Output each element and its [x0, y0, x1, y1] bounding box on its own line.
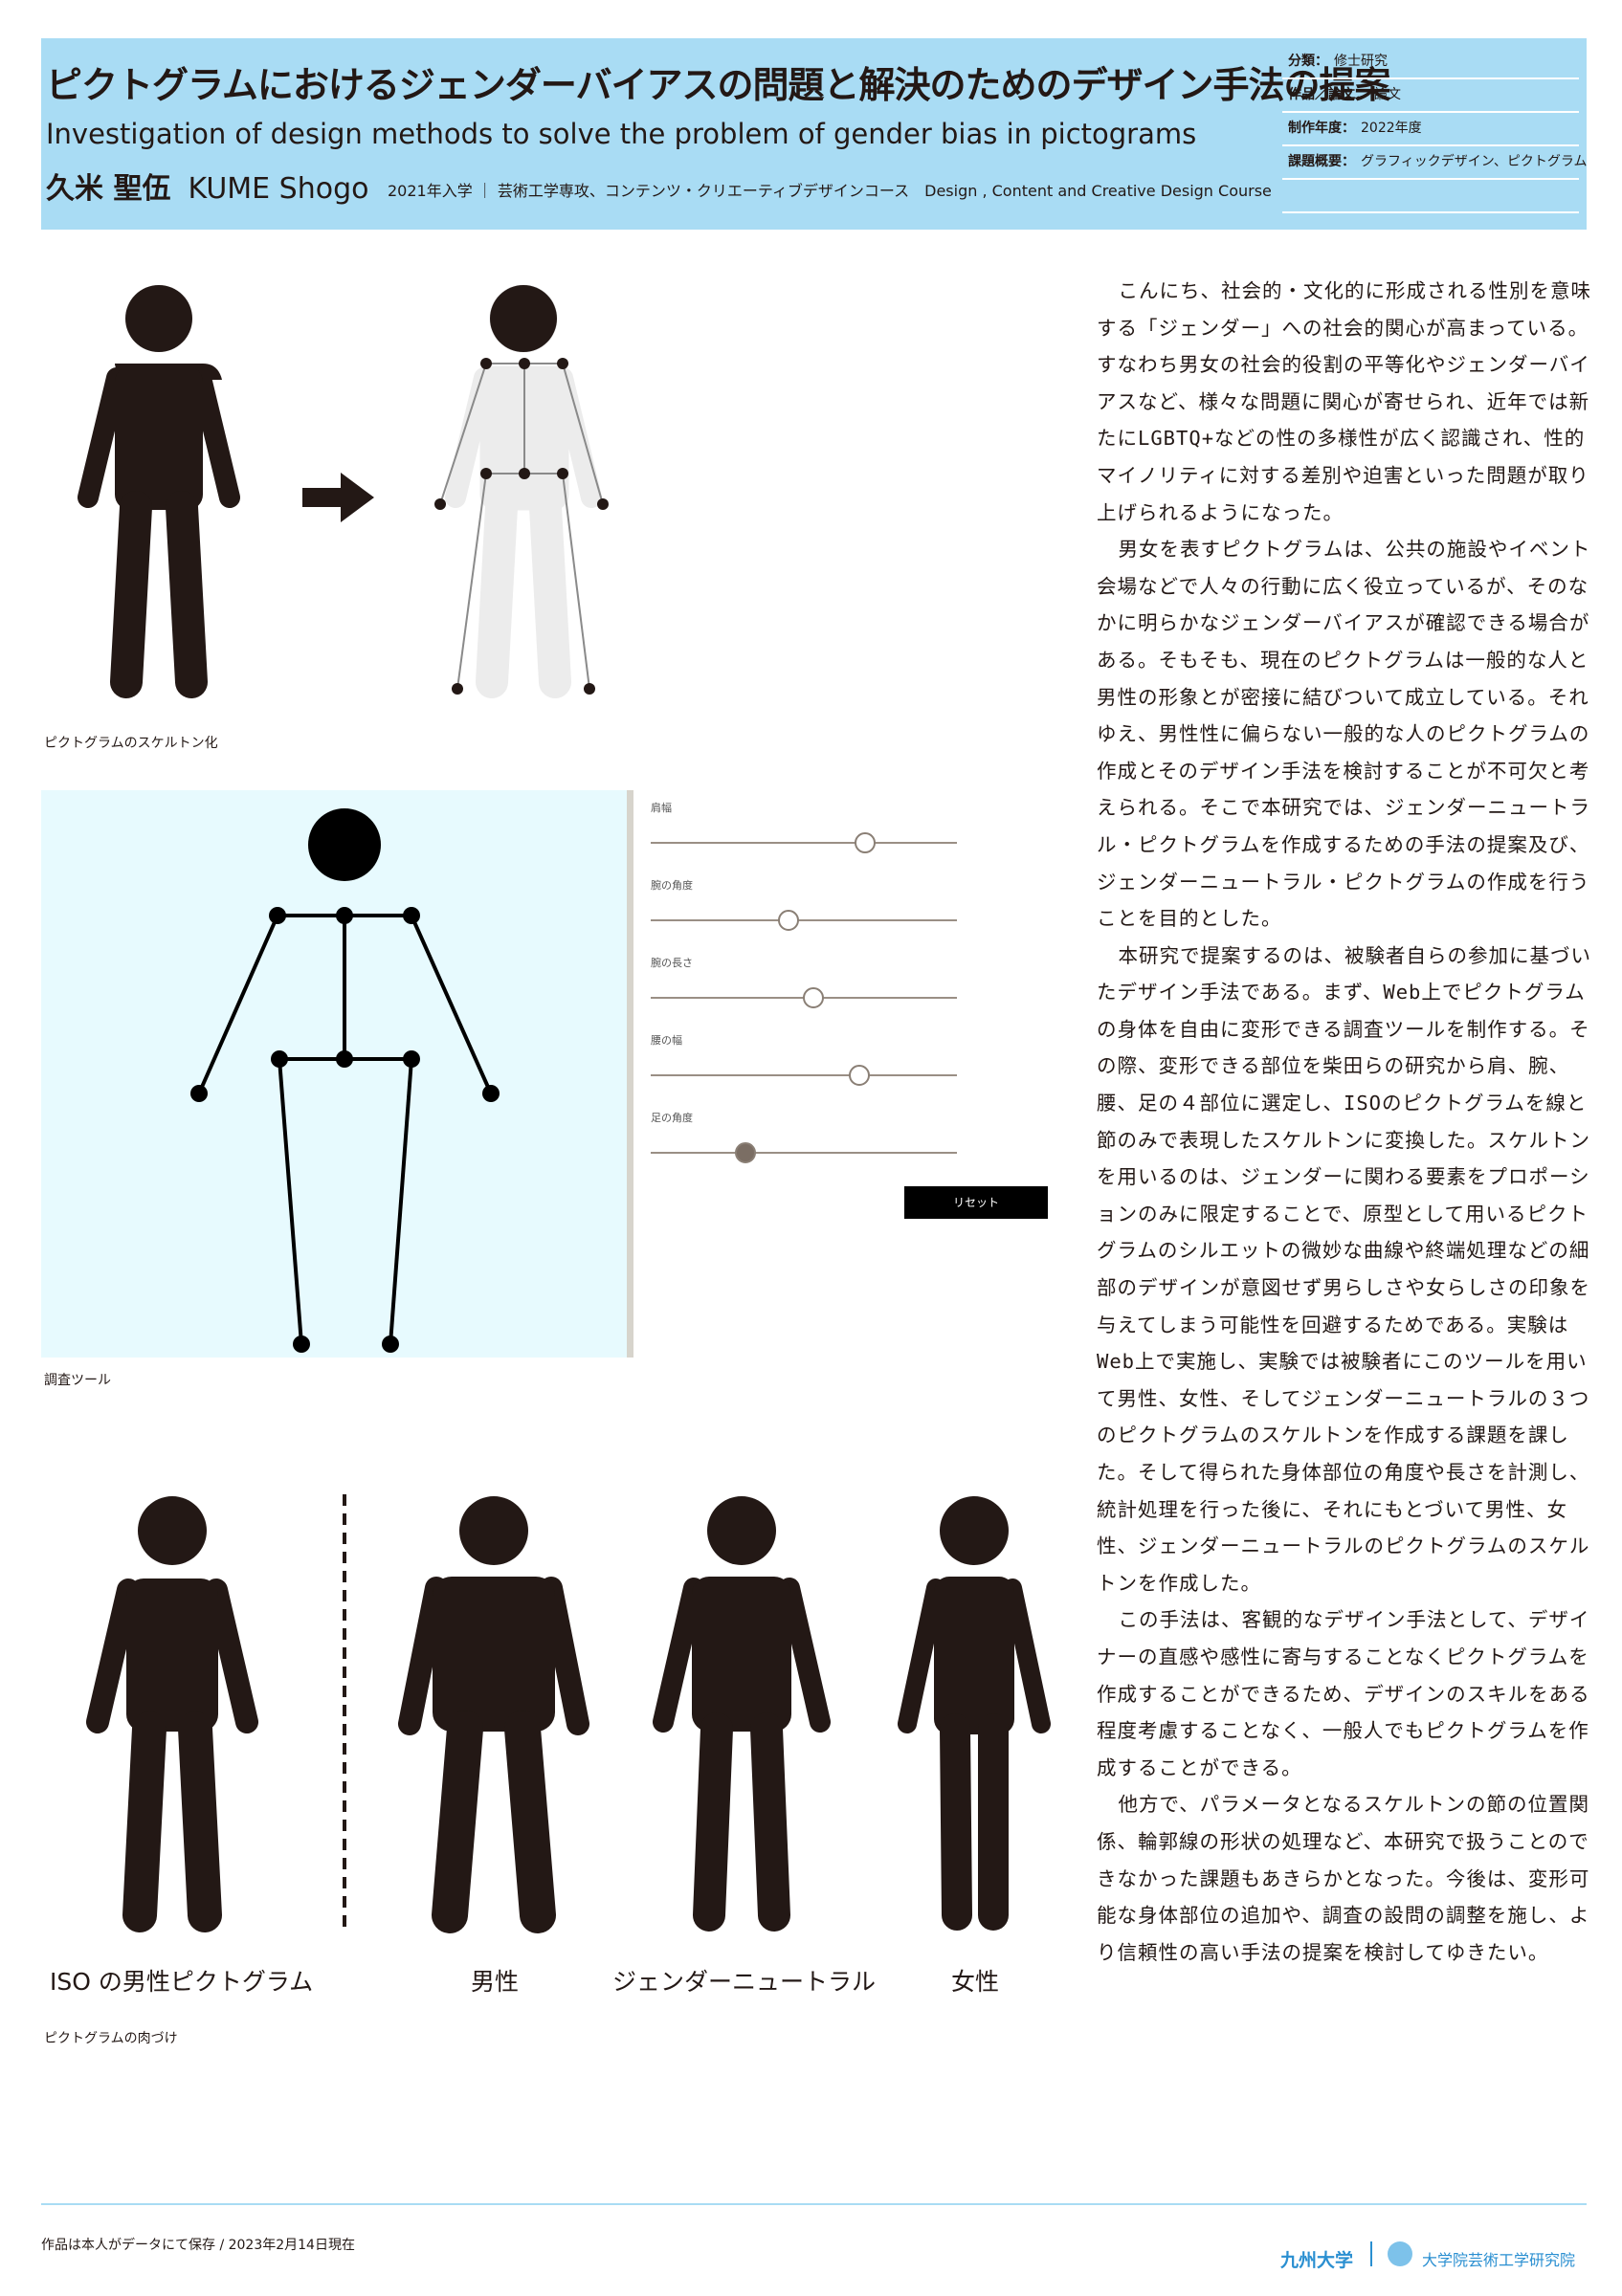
slider-arm-length[interactable]: 腕の長さ	[651, 955, 957, 1008]
meta-value: 2022年度	[1361, 121, 1422, 136]
slider-leg-angle[interactable]: 足の角度	[651, 1110, 957, 1163]
female-pictogram	[898, 1496, 1051, 1931]
slider-label: 肩幅	[651, 802, 672, 814]
iso-male-pictogram	[86, 1496, 258, 1932]
iso-male-label: ISO の男性ピクトグラム	[50, 1968, 314, 1996]
survey-skeleton	[190, 808, 500, 1353]
figure-caption: ピクトグラムのスケルトン化	[44, 736, 218, 751]
iso-pictogram-figure	[78, 285, 240, 698]
meta-value: 論文	[1374, 87, 1401, 102]
author-name-en: KUME Shogo	[188, 172, 369, 206]
slider-knob[interactable]	[855, 832, 876, 853]
slider-label: 足の角度	[651, 1112, 693, 1124]
gender-neutral-pictogram	[653, 1496, 831, 1932]
slider-track[interactable]	[651, 842, 957, 844]
slider-track[interactable]	[651, 919, 957, 921]
paragraph: 本研究で提案するのは、被験者自らの参加に基づいたデザイン手法である。まず、Web…	[1097, 943, 1592, 1595]
reset-button[interactable]: リセット	[904, 1186, 1048, 1219]
paragraph: 他方で、パラメータとなるスケルトンの節の位置関係、輪郭線の形状の処理など、本研究…	[1097, 1793, 1590, 1964]
course-info: 2021年入学 ｜ 芸術工学専攻、コンテンツ・クリエーティブデザインコース De…	[388, 182, 1272, 200]
meta-table: 分類： 修士研究 作品／論文： 論文 制作年度： 2022年度 課題概要： グラフィック…	[1282, 46, 1587, 213]
survey-tool-canvas	[41, 790, 632, 1358]
meta-label: 作品／論文：	[1288, 87, 1368, 102]
paragraph: 男女を表すピクトグラムは、公共の施設やイベント会場などで人々の行動に広く役立って…	[1097, 538, 1591, 931]
slider-knob[interactable]	[848, 1065, 870, 1086]
survey-tool-divider	[627, 790, 633, 1358]
paragraph: こんにち、社会的・文化的に形成される性別を意味する「ジェンダー」への社会的関心が…	[1097, 279, 1592, 524]
slider-label: 腕の長さ	[651, 957, 693, 969]
slider-label: 腕の角度	[651, 879, 693, 892]
slider-shoulder-width[interactable]: 肩幅	[651, 800, 957, 853]
page-subtitle: Investigation of design methods to solve…	[46, 118, 1197, 150]
logo-separator	[1370, 2241, 1372, 2266]
author-name: 久米 聖伍 KUME Shogo	[46, 165, 368, 207]
gender-neutral-label: ジェンダーニュートラル	[612, 1968, 877, 1996]
divider-dashed-line	[343, 1494, 346, 1934]
male-label: 男性	[471, 1968, 520, 1996]
right-arrow-icon	[302, 473, 374, 522]
meta-label: 制作年度：	[1288, 121, 1355, 136]
meta-value: グラフィックデザイン、ピクトグラム	[1361, 154, 1588, 169]
slider-label: 腰の幅	[651, 1034, 682, 1047]
footer-note: 作品は本人がデータにて保存 / 2023年2月14日現在	[41, 2238, 355, 2253]
slider-knob[interactable]	[778, 910, 799, 931]
meta-row: 作品／論文： 論文	[1282, 79, 1579, 113]
meta-row: 分類： 修士研究	[1282, 46, 1579, 79]
male-pictogram	[398, 1496, 589, 1933]
emblem-icon	[1388, 2241, 1412, 2266]
slider-arm-angle[interactable]: 腕の角度	[651, 877, 957, 931]
slider-knob[interactable]	[802, 987, 824, 1008]
slider-track[interactable]	[651, 1074, 957, 1076]
figure-caption: 調査ツール	[44, 1373, 111, 1388]
footer-divider	[41, 2203, 1587, 2205]
paragraph: この手法は、客観的なデザイン手法として、デザイナーの直感や感性に寄与することなく…	[1097, 1608, 1590, 1779]
slider-track[interactable]	[651, 1152, 957, 1154]
figure-caption: ピクトグラムの肉づけ	[44, 2031, 178, 2046]
university-logo: 九州大学	[1280, 2250, 1354, 2271]
meta-label: 分類：	[1288, 54, 1328, 69]
meta-label: 課題概要：	[1288, 154, 1355, 169]
skeleton-pictogram-figure	[434, 284, 609, 698]
slider-hip-width[interactable]: 腰の幅	[651, 1032, 957, 1086]
meta-value: 修士研究	[1334, 54, 1388, 69]
header-banner	[41, 38, 1587, 230]
meta-row: 課題概要： グラフィックデザイン、ピクトグラム	[1282, 146, 1587, 180]
meta-row	[1282, 180, 1579, 213]
slider-knob[interactable]	[735, 1142, 757, 1163]
page-title: ピクトグラムにおけるジェンダーバイアスの問題と解決のためのデザイン手法の提案	[46, 64, 1390, 106]
author-name-jp: 久米 聖伍	[46, 172, 171, 206]
body-text: こんにち、社会的・文化的に形成される性別を意味する「ジェンダー」への社会的関心が…	[1097, 273, 1594, 1971]
meta-row: 制作年度： 2022年度	[1282, 113, 1579, 146]
school-name: 大学院芸術工学研究院	[1422, 2251, 1576, 2269]
female-label: 女性	[951, 1968, 1000, 1996]
